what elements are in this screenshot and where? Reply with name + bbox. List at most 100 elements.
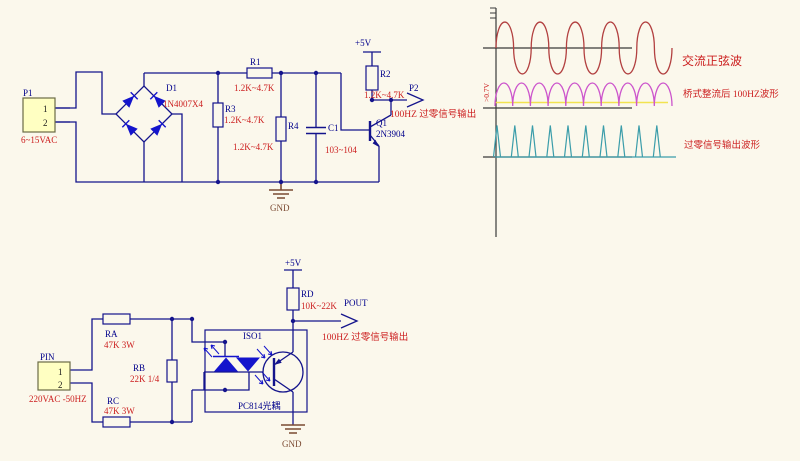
circuit2: PIN 1 2 220VAC -50HZ RA 47K 3W RB 22K 1/… [29,258,408,449]
light-arrows-icon [203,344,273,385]
bridge-rectifier-d1: D1 1N4007X4 [115,83,203,143]
sine-waveform [495,21,673,75]
vcc-label: +5V [285,258,302,268]
d1-value: 1N4007X4 [163,99,203,109]
r3-label: R3 [225,104,236,114]
waveform-panel: 交流正弦波 桥式整流后 100HZ波形 过零信号输出波形 >0.7V [482,7,779,237]
rd-label: RD [301,289,314,299]
pulse-waveform [492,125,676,158]
iso1-body [204,329,308,413]
pulse-label: 过零信号输出波形 [684,139,761,151]
phototransistor-icon [262,351,304,393]
iso1-value: PC814光耦 [238,400,281,411]
iso1-label: ISO1 [243,331,262,341]
sine-label: 交流正弦波 [682,53,742,68]
rb-body [166,359,178,383]
q1-value: 2N3904 [376,129,405,139]
diode-icon [149,91,166,108]
gnd-icon [269,182,293,199]
c1-label: C1 [328,123,339,133]
diode-icon [122,91,139,108]
ra-label: RA [105,329,118,339]
p1-body [22,97,56,133]
pin-label: PIN [40,352,55,362]
optocoupler-iso1: ISO1 PC814光耦 [203,329,308,413]
circuit1-junctions [215,70,394,185]
transistor-q1: Q1 2N3904 [368,100,405,182]
rd-value: 10K~22K [301,301,337,311]
rc-body [102,416,131,428]
wire-led-line [203,371,263,390]
wire-led-top [191,319,226,357]
resistor-r2: R2 1.2K~4.7K [364,65,405,100]
r1-value: 1.2K~4.7K [234,83,275,93]
gnd-symbol-circuit2: GND [281,424,305,449]
rectified-waveform [494,82,673,107]
bridge-outline [115,85,173,143]
resistor-r3: R3 1.2K~4.7K [212,102,265,128]
rb-label: RB [133,363,145,373]
resistor-rc: RC 47K 3W [102,396,135,428]
p1-pin2-number: 2 [43,118,48,128]
r4-label: R4 [288,121,299,131]
resistor-ra: RA 47K 3W [102,313,135,350]
vcc-port-circuit1: +5V [355,38,372,48]
resistor-rd: RD 10K~22K [286,287,337,311]
vcc-port-circuit2: +5V [285,258,302,268]
r2-value: 1.2K~4.7K [364,90,405,100]
pin-pin1-number: 1 [58,367,63,377]
wire-led-bottom [191,372,250,422]
p1-connector: P1 1 2 6~15VAC [21,88,70,145]
p2-label: P2 [409,83,419,93]
gnd-label: GND [282,439,302,449]
pin-pin2-number: 2 [58,380,63,390]
r4-value: 1.2K~4.7K [233,142,274,152]
q1-label: Q1 [376,118,387,128]
pout-arrow-icon [340,313,359,329]
circuit1: D1 1N4007X4 P1 1 2 6~15VAC R1 1.2K~4.7K … [21,38,476,213]
threshold-label: >0.7V [482,82,491,102]
wire-p1-pin1 [55,71,116,115]
q1-emitter-arrow [372,139,379,147]
r2-body [365,65,379,91]
d1-label: D1 [166,83,177,93]
r1-label: R1 [250,57,261,67]
c1-output-note: 100HZ 过零信号输出 [390,108,476,120]
led-pair-icon [213,355,260,372]
wire-bridge-right [172,113,183,182]
rd-body [286,287,300,311]
r2-label: R2 [380,69,391,79]
pin-connector: PIN 1 2 220VAC -50HZ [29,352,87,404]
rectified-label: 桥式整流后 100HZ波形 [683,88,779,100]
diode-icon [121,119,138,136]
p2-arrow-icon [406,92,425,108]
rc-value: 47K 3W [104,406,135,416]
ra-value: 47K 3W [104,340,135,350]
rb-value: 22K 1/4 [130,374,160,384]
gnd-icon [281,424,305,434]
gnd-label: GND [270,203,290,213]
ra-body [102,313,131,325]
resistor-r1: R1 1.2K~4.7K [234,57,275,93]
rc-label: RC [107,396,119,406]
pout-label: POUT [344,298,368,308]
wire-pin2-rc [70,382,192,423]
vcc-label: +5V [355,38,372,48]
resistor-r4: R4 1.2K~4.7K [233,116,299,152]
gnd-symbol-circuit1: GND [269,182,293,213]
p1-value: 6~15VAC [21,135,57,145]
p2-output-port: P2 100HZ 过零信号输出 [390,83,476,120]
r4-body [275,116,287,142]
c2-output-note: 100HZ 过零信号输出 [322,331,408,343]
axis-ticks [490,7,496,19]
circuit2-junctions [169,316,296,425]
p1-pin1-number: 1 [43,104,48,114]
pin-value: 220VAC -50HZ [29,394,87,404]
p1-label: P1 [23,88,33,98]
wire-top-rail [144,72,369,131]
q1-collector [369,100,392,128]
r3-value: 1.2K~4.7K [224,115,265,125]
resistor-rb: RB 22K 1/4 [130,359,178,384]
